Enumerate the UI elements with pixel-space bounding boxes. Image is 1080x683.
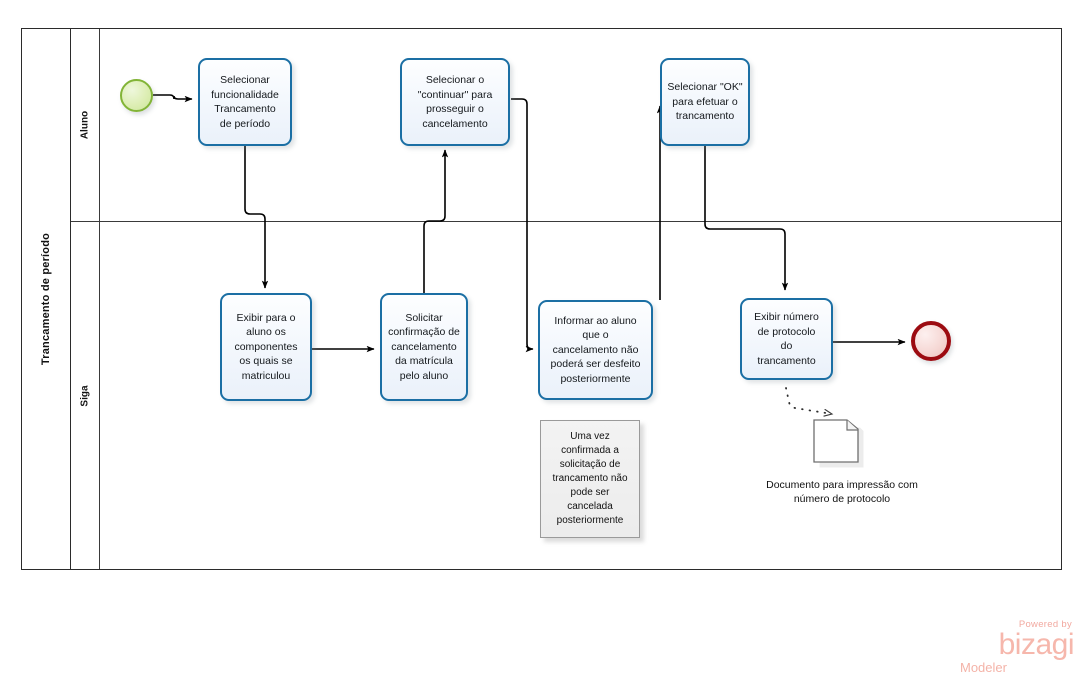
task-line: Trancamento bbox=[214, 103, 276, 115]
task-selecionar-funcionalidade[interactable]: Selecionar funcionalidade Trancamento de… bbox=[198, 58, 292, 146]
task-line: Selecionar o bbox=[425, 74, 485, 86]
task-line: da matrícula bbox=[395, 355, 453, 368]
pool-label: Trancamento de período bbox=[40, 232, 52, 366]
document-caption: Documento para impressão com número de p… bbox=[752, 478, 932, 506]
lane-aluno-label: Aluno bbox=[79, 110, 91, 140]
task-line: para efetuar o bbox=[672, 95, 738, 108]
task-line: cancelamento bbox=[391, 340, 457, 353]
document-icon[interactable] bbox=[812, 418, 872, 478]
note-line: trancamento não bbox=[552, 473, 628, 484]
task-line: Selecionar bbox=[220, 74, 270, 86]
task-line: Informar ao aluno bbox=[554, 314, 637, 327]
pool-label-column: Trancamento de período bbox=[22, 29, 71, 569]
document-caption-line: de protocolo bbox=[832, 493, 891, 505]
note-line: cancelada bbox=[567, 501, 613, 512]
lane-siga: Siga bbox=[71, 222, 1061, 569]
task-line: posteriormente bbox=[560, 372, 631, 385]
task-selecionar-continuar[interactable]: Selecionar o "continuar" para prosseguir… bbox=[400, 58, 510, 146]
logo-powered-by: Powered by bbox=[1018, 619, 1072, 630]
logo-edition: Modeler bbox=[960, 660, 1007, 675]
task-line: prosseguir o bbox=[426, 103, 484, 115]
note-line: confirmada a bbox=[561, 445, 619, 456]
task-line: poderá ser desfeito bbox=[550, 358, 641, 371]
task-line: do bbox=[780, 340, 793, 352]
task-informar-cancelamento[interactable]: Informar ao aluno que o cancelamento não… bbox=[538, 300, 653, 400]
document-caption-line: impressão com número bbox=[793, 479, 918, 505]
task-line: pelo aluno bbox=[399, 369, 449, 382]
task-line: Exibir para o bbox=[236, 311, 296, 324]
task-selecionar-ok[interactable]: Selecionar "OK" para efetuar o trancamen… bbox=[660, 58, 750, 146]
task-line: de período bbox=[219, 117, 271, 130]
note-line: posteriormente bbox=[556, 515, 624, 526]
task-line: matriculou bbox=[241, 369, 291, 382]
task-line: os quais se bbox=[239, 355, 293, 368]
task-line: Solicitar bbox=[405, 311, 443, 324]
task-line: trancamento bbox=[757, 354, 816, 367]
lane-siga-label-column: Siga bbox=[71, 222, 100, 569]
task-line: Exibir número bbox=[754, 311, 819, 323]
task-line: confirmação de bbox=[388, 326, 460, 339]
end-event[interactable] bbox=[911, 321, 951, 361]
bizagi-logo: Powered by bizagi Modeler bbox=[956, 619, 1075, 675]
task-exibir-numero-protocolo[interactable]: Exibir número de protocolo do trancament… bbox=[740, 298, 833, 380]
task-line: cancelamento não bbox=[552, 343, 639, 356]
logo-product-name: bizagi bbox=[998, 628, 1075, 661]
start-event[interactable] bbox=[120, 79, 153, 112]
task-line: "continuar" para bbox=[417, 88, 493, 101]
task-line: trancamento bbox=[675, 110, 735, 123]
task-line: Selecionar "OK" bbox=[667, 81, 743, 94]
note-line: solicitação de bbox=[559, 459, 621, 470]
task-line: componentes bbox=[234, 340, 298, 353]
task-exibir-componentes[interactable]: Exibir para o aluno os componentes os qu… bbox=[220, 293, 312, 401]
lane-aluno-label-column: Aluno bbox=[71, 29, 100, 221]
lane-siga-label: Siga bbox=[79, 384, 91, 407]
task-line: de protocolo bbox=[757, 325, 816, 338]
lane-aluno: Aluno bbox=[71, 29, 1061, 222]
task-line: que o bbox=[582, 329, 609, 342]
task-line: cancelamento bbox=[422, 117, 488, 130]
task-line: aluno os bbox=[246, 326, 286, 339]
document-caption-line: Documento para bbox=[766, 479, 844, 491]
note-line: Uma vez bbox=[570, 431, 610, 442]
note-line: pode ser bbox=[570, 487, 610, 498]
task-solicitar-confirmacao[interactable]: Solicitar confirmação de cancelamento da… bbox=[380, 293, 468, 401]
task-line: funcionalidade bbox=[211, 88, 279, 101]
text-annotation-note: Uma vez confirmada a solicitação de tran… bbox=[540, 420, 640, 538]
